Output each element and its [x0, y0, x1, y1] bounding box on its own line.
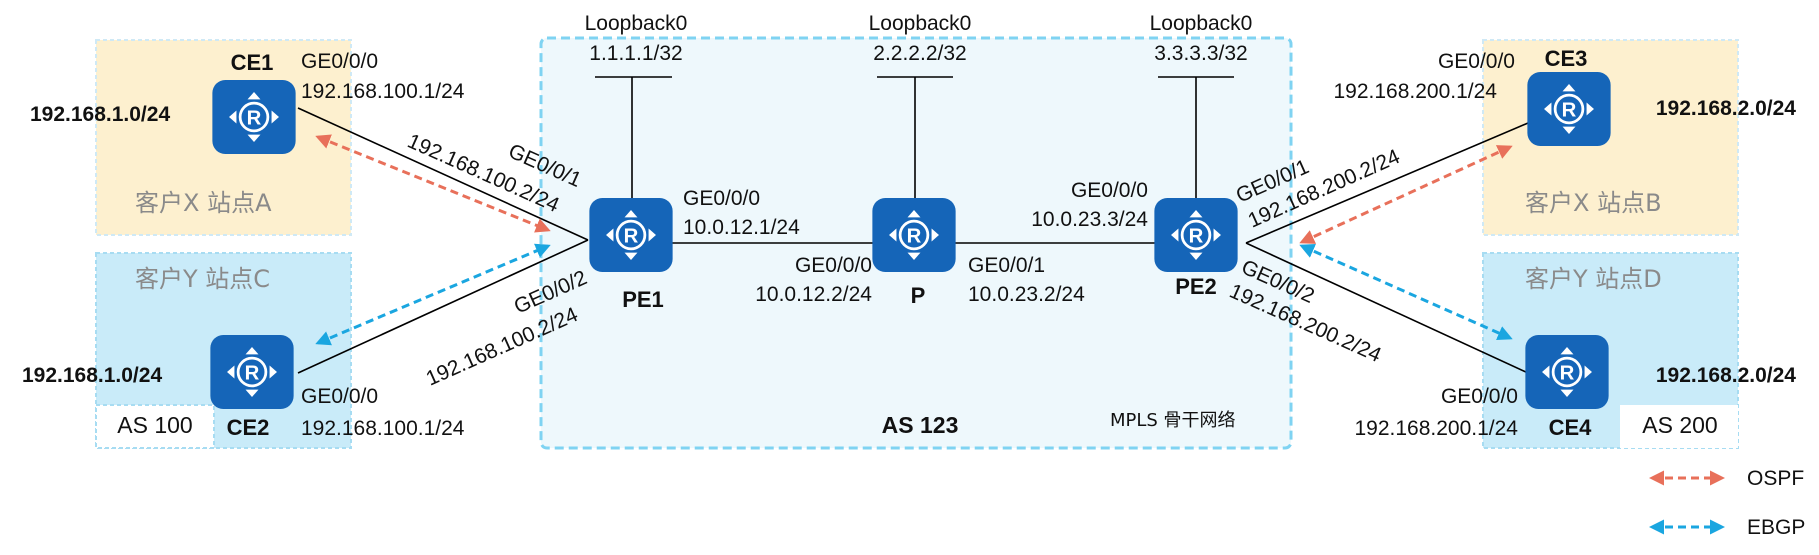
ce1-interface: GE0/0/0	[301, 50, 378, 73]
mpls-backbone-label: MPLS 骨干网络	[1110, 410, 1236, 431]
as-200-label: AS 200	[1642, 412, 1717, 438]
ce2-ip: 192.168.100.1/24	[301, 417, 465, 440]
ce2-interface: GE0/0/0	[301, 385, 378, 408]
ce1-name: CE1	[231, 50, 274, 75]
pe2-loopback-name: Loopback0	[1150, 12, 1253, 35]
pe1-name: PE1	[622, 287, 664, 312]
router-ce4-icon[interactable]	[1523, 335, 1611, 409]
p-loopback-ip: 2.2.2.2/32	[873, 42, 966, 65]
p-ge000-ip: 10.0.12.2/24	[755, 283, 872, 306]
pe1-ge000-interface: GE0/0/0	[683, 187, 760, 210]
legend-ebgp-label: EBGP	[1747, 516, 1805, 539]
ebgp-arrow-right	[1299, 243, 1513, 341]
ce4-ip: 192.168.200.1/24	[1355, 417, 1519, 440]
ce1-network: 192.168.1.0/24	[30, 103, 170, 126]
ce4-name: CE4	[1549, 415, 1593, 440]
p-ge000-interface: GE0/0/0	[795, 254, 872, 277]
p-loopback-name: Loopback0	[869, 12, 972, 35]
as-100-label: AS 100	[117, 412, 192, 438]
p-ge001-interface: GE0/0/1	[968, 254, 1045, 277]
pe2-name: PE2	[1175, 274, 1217, 299]
ce3-ip: 192.168.200.1/24	[1334, 80, 1498, 103]
as-123-label: AS 123	[882, 412, 959, 438]
p-name: P	[911, 283, 926, 308]
ce3-interface: GE0/0/0	[1438, 50, 1515, 73]
site-c-label: 客户Y 站点C	[135, 265, 270, 293]
pe1-loopback-ip: 1.1.1.1/32	[589, 42, 682, 65]
pe1-loopback-name: Loopback0	[585, 12, 688, 35]
router-ce1-icon[interactable]	[210, 80, 298, 154]
ce2-name: CE2	[227, 415, 270, 440]
pe2-ge000-interface: GE0/0/0	[1071, 179, 1148, 202]
router-pe1-icon[interactable]	[587, 198, 675, 272]
p-ge001-ip: 10.0.23.2/24	[968, 283, 1085, 306]
router-ce2-icon[interactable]	[208, 335, 296, 409]
pe2-loopback-ip: 3.3.3.3/32	[1154, 42, 1247, 65]
router-pe2-icon[interactable]	[1152, 198, 1240, 272]
ce4-interface: GE0/0/0	[1441, 385, 1518, 408]
legend-ospf-label: OSPF	[1747, 467, 1804, 490]
as-200-box	[1620, 405, 1738, 448]
ce1-ip: 192.168.100.1/24	[301, 80, 465, 103]
ce2-network: 192.168.1.0/24	[22, 364, 162, 387]
site-b-zone	[1482, 39, 1739, 236]
as-100-box	[95, 404, 215, 449]
ce3-network: 192.168.2.0/24	[1656, 97, 1796, 120]
router-p-icon[interactable]	[870, 198, 958, 272]
site-d-label: 客户Y 站点D	[1525, 265, 1662, 293]
site-a-label: 客户X 站点A	[135, 189, 272, 217]
pe1-ge000-ip: 10.0.12.1/24	[683, 216, 800, 239]
ebgp-arrow-left	[315, 243, 551, 346]
router-ce3-icon[interactable]	[1525, 72, 1613, 146]
site-b-label: 客户X 站点B	[1525, 189, 1662, 217]
ospf-arrow-left	[315, 134, 551, 233]
ce3-name: CE3	[1545, 46, 1588, 71]
ce4-network: 192.168.2.0/24	[1656, 364, 1796, 387]
pe2-ge000-ip: 10.0.23.3/24	[1031, 208, 1148, 231]
